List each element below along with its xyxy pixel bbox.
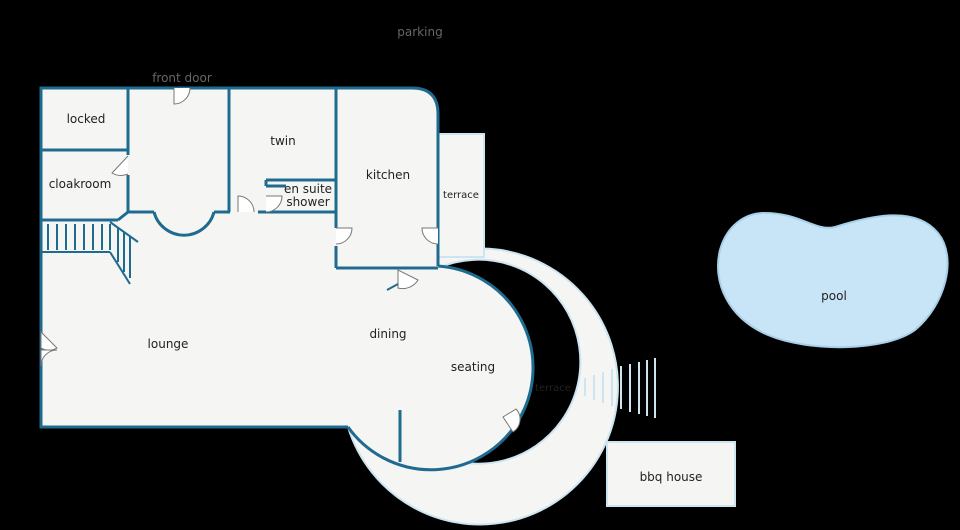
ensuite-label-line2: shower	[286, 195, 329, 209]
kitchen-label: kitchen	[366, 168, 410, 182]
house-floor	[41, 88, 534, 470]
south-terrace-label: terrace	[535, 383, 571, 394]
seating-label: seating	[451, 360, 495, 374]
terrace-door[interactable]	[421, 227, 439, 245]
front-door[interactable]	[173, 87, 191, 105]
east-terrace	[437, 133, 485, 258]
twin-label: twin	[270, 134, 295, 148]
front-door-label: front door	[152, 71, 212, 85]
cloakroom-label: cloakroom	[49, 177, 112, 191]
door-arc-icon	[40, 87, 521, 433]
kitchen-door[interactable]	[335, 227, 353, 245]
bbq-house	[606, 441, 736, 507]
dining-label: dining	[369, 327, 406, 341]
parking-label: parking	[397, 25, 442, 39]
cloakroom-door[interactable]	[111, 155, 129, 176]
stairs-icon	[41, 221, 139, 285]
ensuite-door[interactable]	[265, 195, 283, 213]
locked-label: locked	[67, 112, 106, 126]
dining-door[interactable]	[397, 269, 419, 290]
seating-door[interactable]	[502, 408, 521, 433]
pool-label: pool	[821, 289, 847, 303]
steps-fan-icon	[584, 358, 656, 418]
outer-wall	[39, 86, 440, 429]
ensuite-label-line1: en suite	[284, 182, 332, 196]
bbq-house-label: bbq house	[640, 470, 703, 484]
pool	[717, 211, 949, 349]
interior-walls	[41, 88, 438, 462]
lounge-label: lounge	[148, 337, 189, 351]
twin-door[interactable]	[237, 195, 255, 213]
east-terrace-label: terrace	[443, 190, 479, 201]
labels: parking front door locked cloakroom twin…	[49, 25, 847, 484]
